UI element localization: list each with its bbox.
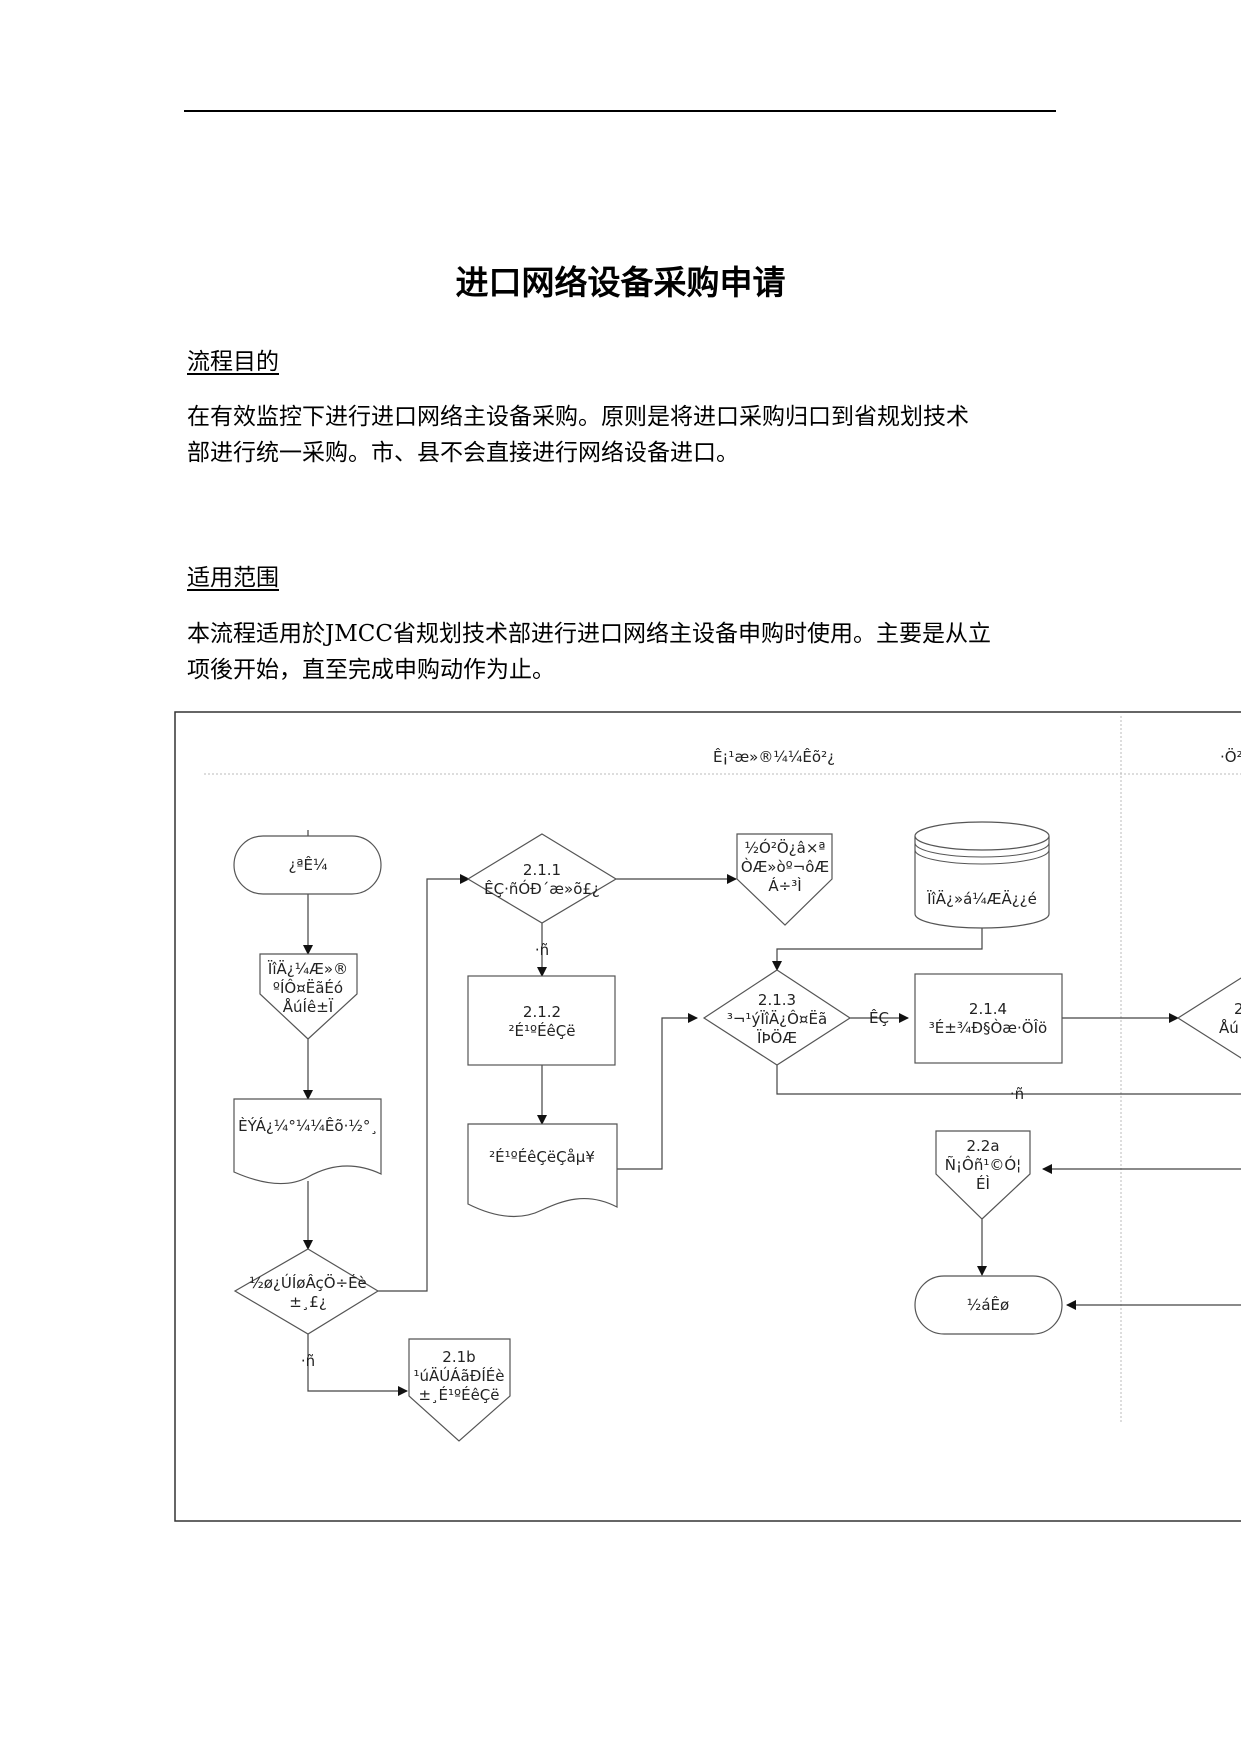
label-no-over-budget: ·ñ — [1010, 1085, 1024, 1103]
node-end: ½áÊø — [914, 1275, 1063, 1335]
node-partial-decision: 2 Åú — [1176, 977, 1241, 1059]
node-2-1-1-line1: 2.1.1 — [523, 861, 561, 879]
label-no-stock: ·ñ — [535, 941, 549, 959]
node-2-1b-line2: ¹úÄÚÁãÐÍÉè — [414, 1366, 505, 1385]
node-2-1-1-stock-decision: 2.1.1 ÊÇ·ñÓÐ´æ»õ£¿ — [466, 833, 618, 924]
lane-title-left: Ê¡¹æ»®¼¼Êõ²¿ — [713, 747, 835, 766]
node-project-approved-line2: ºÍÔ¤ËãÉó — [273, 978, 343, 997]
node-partial-line1: 2 — [1234, 1000, 1241, 1018]
node-project-approved: ÏîÄ¿¼Æ»® ºÍÔ¤ËãÉó ÅúÍê±Ï — [259, 953, 358, 1040]
node-2-1b-line1: 2.1b — [442, 1348, 475, 1366]
node-stock-transfer-line3: Á÷³Ì — [768, 876, 801, 895]
section-body-purpose: 在有效监控下进行进口网络主设备采购。原则是将进口采购归口到省规划技术 部进行统一… — [187, 399, 1057, 471]
node-project-approved-line3: ÅúÍê±Ï — [283, 997, 334, 1016]
node-2-1-4-line2: ³É±¾Ð§Òæ·ÖÎö — [929, 1018, 1047, 1037]
node-stock-transfer-line1: ½Ó²Ö¿â×ª — [745, 838, 826, 857]
node-import-decision-line1: ½ø¿ÚÍøÂçÖ÷Éè — [249, 1273, 367, 1292]
node-2-1-1-line2: ÊÇ·ñÓÐ´æ»õ£¿ — [484, 879, 600, 898]
node-2-1-3-line3: ÏÞÖÆ — [757, 1028, 797, 1047]
label-no-import: ·ñ — [301, 1352, 315, 1370]
node-2-1-3-line1: 2.1.3 — [758, 991, 796, 1009]
flowchart-canvas: Ê¡¹æ»®¼¼Êõ²¿ ·Ö² ·ñ ÊÇ ·ñ ·ñ ¿ªÊ¼ ÏîÄ¿¼Æ… — [174, 711, 1241, 1522]
node-start-label: ¿ªÊ¼ — [288, 855, 328, 874]
node-2-1-3-line2: ³¬¹ýÏîÄ¿Ô¤Ëã — [727, 1009, 827, 1028]
node-2-2a-line3: ÉÌ — [976, 1174, 990, 1193]
node-project-database-label: ÏîÄ¿»á¼ÆÄ¿¿é — [927, 889, 1037, 908]
node-2-1b-domestic-purchase: 2.1b ¹úÄÚÁãÐÍÉè ±¸É¹ºÉêÇë — [408, 1338, 511, 1442]
flowchart: Ê¡¹æ»®¼¼Êõ²¿ ·Ö² ·ñ ÊÇ ·ñ ·ñ ¿ªÊ¼ ÏîÄ¿¼Æ… — [174, 711, 1241, 1522]
section-body-scope: 本流程适用於JMCC省规划技术部进行进口网络主设备申购时使用。主要是从立 项後开… — [187, 616, 1057, 688]
node-purchase-request-list-label: ²É¹ºÉêÇëÇåµ¥ — [489, 1147, 595, 1166]
paragraph-line: 本流程适用於JMCC省规划技术部进行进口网络主设备申购时使用。主要是从立 — [187, 621, 991, 647]
node-2-1-2-line1: 2.1.2 — [523, 1003, 561, 1021]
node-2-1-3-budget-decision: 2.1.3 ³¬¹ýÏîÄ¿Ô¤Ëã ÏÞÖÆ — [702, 969, 852, 1066]
node-import-decision: ½ø¿ÚÍøÂçÖ÷Éè ±¸£¿ — [233, 1248, 380, 1335]
node-capacity-plan-label: ÈÝÁ¿¼°¼¼Êõ·½°¸ — [238, 1116, 378, 1135]
paragraph-line: 在有效监控下进行进口网络主设备采购。原则是将进口采购归口到省规划技术 — [187, 404, 969, 430]
node-project-database: ÏîÄ¿»á¼ÆÄ¿¿é — [914, 821, 1050, 929]
node-stock-transfer: ½Ó²Ö¿â×ª ÒÆ»òº¬ôÆ Á÷³Ì — [736, 833, 833, 926]
paragraph-line: 项後开始，直至完成申购动作为止。 — [187, 657, 555, 683]
node-partial-line2: Åú — [1219, 1018, 1239, 1037]
node-purchase-request-list-document: ²É¹ºÉêÇëÇåµ¥ — [467, 1123, 618, 1218]
node-2-2a-select-supplier: 2.2a Ñ¡Ôñ¹©Ó¦ ÉÌ — [935, 1130, 1031, 1220]
node-2-1-2-line2: ²É¹ºÉêÇë — [509, 1021, 576, 1040]
node-2-1-2-purchase-request: 2.1.2 ²É¹ºÉêÇë — [467, 975, 616, 1066]
node-import-decision-line2: ±¸£¿ — [289, 1293, 327, 1311]
section-heading-purpose: 流程目的 — [187, 349, 279, 375]
node-project-approved-line1: ÏîÄ¿¼Æ»® — [268, 959, 348, 978]
lane-title-right: ·Ö² — [1220, 747, 1241, 766]
label-yes-over-budget: ÊÇ — [869, 1008, 889, 1027]
connectors — [303, 830, 1241, 1396]
node-capacity-plan-document: ÈÝÁ¿¼°¼¼Êõ·½°¸ — [233, 1098, 382, 1185]
section-heading-scope: 适用范围 — [187, 565, 279, 591]
node-stock-transfer-line2: ÒÆ»òº¬ôÆ — [741, 857, 829, 876]
node-2-2a-line2: Ñ¡Ôñ¹©Ó¦ — [945, 1155, 1021, 1174]
node-end-label: ½áÊø — [967, 1295, 1009, 1314]
node-2-1-4-cost-benefit: 2.1.4 ³É±¾Ð§Òæ·ÖÎö — [914, 973, 1063, 1064]
node-2-2a-line1: 2.2a — [966, 1137, 999, 1155]
node-2-1-4-line1: 2.1.4 — [969, 1000, 1007, 1018]
node-2-1b-line3: ±¸É¹ºÉêÇë — [418, 1385, 499, 1404]
header-rule — [184, 110, 1056, 112]
node-start: ¿ªÊ¼ — [233, 835, 382, 895]
paragraph-line: 部进行统一采购。市、县不会直接进行网络设备进口。 — [187, 440, 739, 466]
flowchart-border — [174, 711, 1241, 1522]
document-title: 进口网络设备采购申请 — [455, 263, 786, 302]
